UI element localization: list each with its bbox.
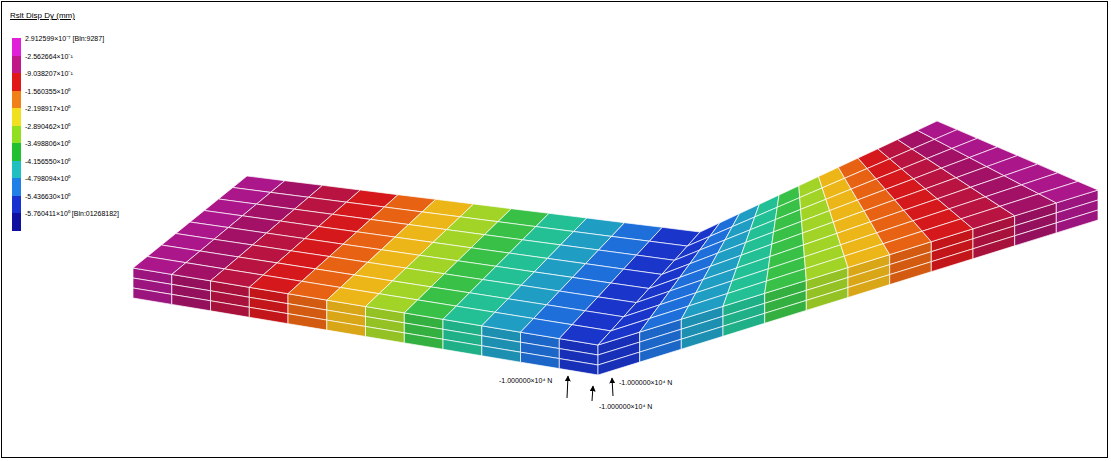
mesh-element bbox=[681, 326, 723, 349]
legend-swatch bbox=[12, 56, 21, 74]
legend-swatch bbox=[12, 91, 21, 109]
legend-value: -2.198917×10⁰ bbox=[25, 105, 70, 112]
mesh-element bbox=[598, 352, 640, 375]
mesh-element bbox=[931, 249, 973, 272]
mesh-element bbox=[1015, 223, 1057, 246]
legend-value: -4.156550×10⁰ bbox=[25, 158, 70, 165]
legend-value: -9.038207×10⁻¹ bbox=[25, 70, 73, 77]
load-arrow bbox=[612, 378, 613, 396]
load-arrow bbox=[592, 386, 593, 401]
mesh-element bbox=[723, 281, 767, 306]
mesh-element bbox=[848, 275, 890, 298]
load-arrow bbox=[567, 376, 568, 398]
mesh-element bbox=[172, 294, 211, 310]
legend-swatch bbox=[12, 38, 21, 56]
mesh-element bbox=[211, 301, 250, 318]
mesh-element bbox=[806, 288, 848, 311]
mesh-element bbox=[133, 288, 172, 304]
legend-value: -5.436630×10⁰ bbox=[25, 193, 70, 200]
mesh-element bbox=[327, 320, 366, 336]
legend-swatch bbox=[12, 126, 21, 144]
mesh-element bbox=[765, 269, 807, 294]
load-label: -1.000000×10⁴ N bbox=[598, 403, 653, 410]
load-arrows bbox=[567, 376, 613, 401]
mesh-element bbox=[844, 244, 889, 268]
legend-value: -2.890462×10⁰ bbox=[25, 123, 70, 130]
legend-value: -5.760411×10⁰ [Bln:01268182] bbox=[25, 210, 119, 217]
mesh-element bbox=[973, 236, 1015, 259]
mesh-element bbox=[765, 300, 807, 323]
legend-swatch bbox=[12, 73, 21, 91]
legend-swatch bbox=[12, 143, 21, 161]
mesh-element bbox=[883, 231, 931, 254]
legend-value: -2.562664×10⁻¹ bbox=[25, 53, 73, 60]
mesh-element bbox=[559, 359, 598, 375]
beam-mesh bbox=[133, 121, 1098, 375]
mesh-element bbox=[681, 294, 727, 320]
mesh-element bbox=[288, 314, 327, 330]
mesh-element bbox=[890, 262, 932, 285]
mesh-element bbox=[443, 339, 482, 356]
legend-value: -3.498806×10⁰ bbox=[25, 140, 70, 147]
mesh-element bbox=[249, 307, 288, 323]
mesh-element bbox=[366, 327, 405, 343]
mesh-element bbox=[521, 352, 560, 368]
legend-swatch bbox=[12, 108, 21, 126]
mesh-element bbox=[1056, 210, 1098, 233]
legend-swatch bbox=[12, 196, 21, 214]
mesh-element bbox=[482, 346, 521, 362]
load-label: -1.000000×10⁴ N bbox=[618, 379, 673, 386]
load-label: -1.000000×10⁴ N bbox=[498, 377, 553, 384]
legend-value: -1.560355×10⁰ bbox=[25, 88, 70, 95]
legend-value: 2.912599×10⁻⁷ [Bln:9287] bbox=[25, 35, 104, 42]
legend-value: -4.798094×10⁰ bbox=[25, 175, 70, 182]
legend-swatch bbox=[12, 178, 21, 196]
mesh-element bbox=[723, 313, 765, 336]
mesh-element bbox=[805, 256, 848, 280]
legend-swatch bbox=[12, 161, 21, 179]
mesh-element bbox=[640, 339, 682, 362]
legend-swatch bbox=[12, 213, 21, 231]
mesh-element bbox=[1039, 181, 1098, 203]
legend-title: Rslt Disp Dy (mm) bbox=[10, 12, 75, 20]
mesh-element bbox=[404, 333, 443, 349]
